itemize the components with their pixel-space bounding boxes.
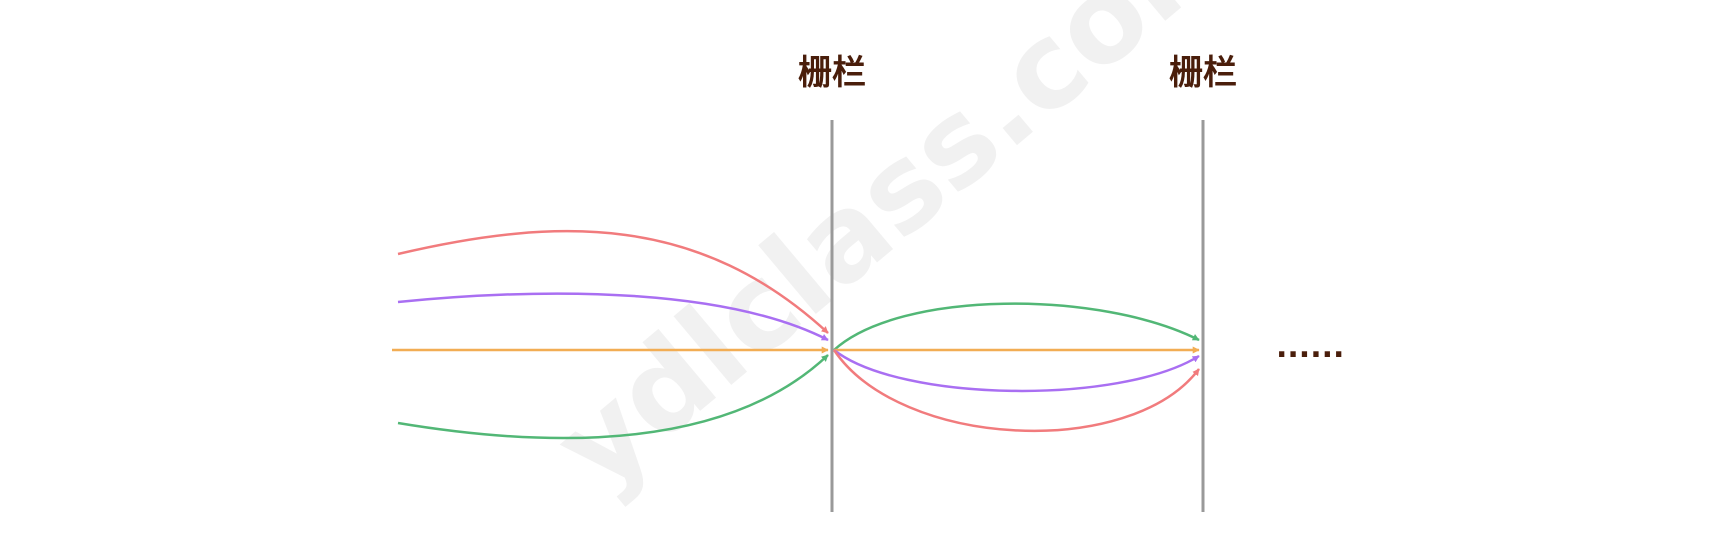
- thread-purple-arrow-1: [397, 292, 829, 342]
- watermark-text: ydlclass.com: [529, 0, 1270, 516]
- barrier-label-1: 栅栏: [798, 53, 866, 93]
- thread-purple-arrow-2: [833, 349, 1200, 393]
- thread-red-arrow-2: [832, 349, 1200, 433]
- thread-green-arrow-2: [833, 302, 1200, 351]
- continuation-ellipsis: ......: [1276, 330, 1344, 365]
- thread-green-arrow-1: [397, 354, 829, 440]
- barrier-label-2: 栅栏: [1169, 53, 1237, 93]
- thread-red-arrow-1: [397, 229, 829, 334]
